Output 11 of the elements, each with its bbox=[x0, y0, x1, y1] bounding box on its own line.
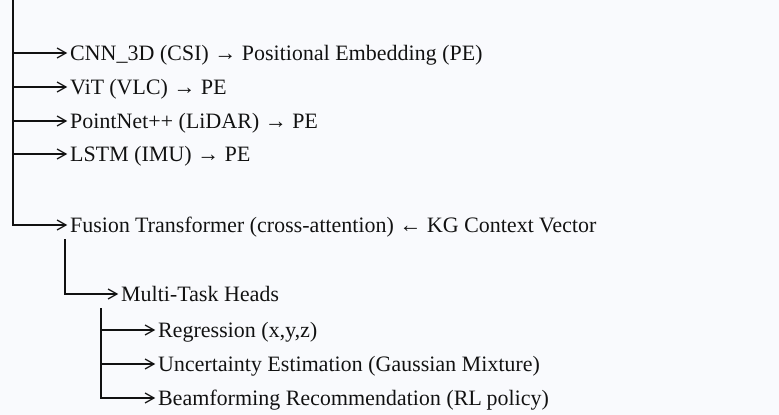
tree-item-label: CNN_3D (CSI) → Positional Embedding (PE) bbox=[68, 39, 484, 67]
tree-connector-arrow bbox=[12, 0, 67, 231]
tree-item-label: Beamforming Recommendation (RL policy) bbox=[156, 384, 551, 412]
tree-item-label: LSTM (IMU) → PE bbox=[68, 140, 252, 168]
tree-item-label: Uncertainty Estimation (Gaussian Mixture) bbox=[156, 350, 542, 378]
tree-item-label: ViT (VLC) → PE bbox=[68, 73, 229, 101]
tree-item-label: PointNet++ (LiDAR) → PE bbox=[68, 107, 320, 135]
tree-item-label: Multi-Task Heads bbox=[119, 280, 281, 308]
tree-item-label: Fusion Transformer (cross-attention) ← KG Context Vector bbox=[68, 211, 598, 239]
tree-connector-arrow bbox=[64, 239, 118, 300]
tree-item-label: Regression (x,y,z) bbox=[156, 316, 320, 344]
